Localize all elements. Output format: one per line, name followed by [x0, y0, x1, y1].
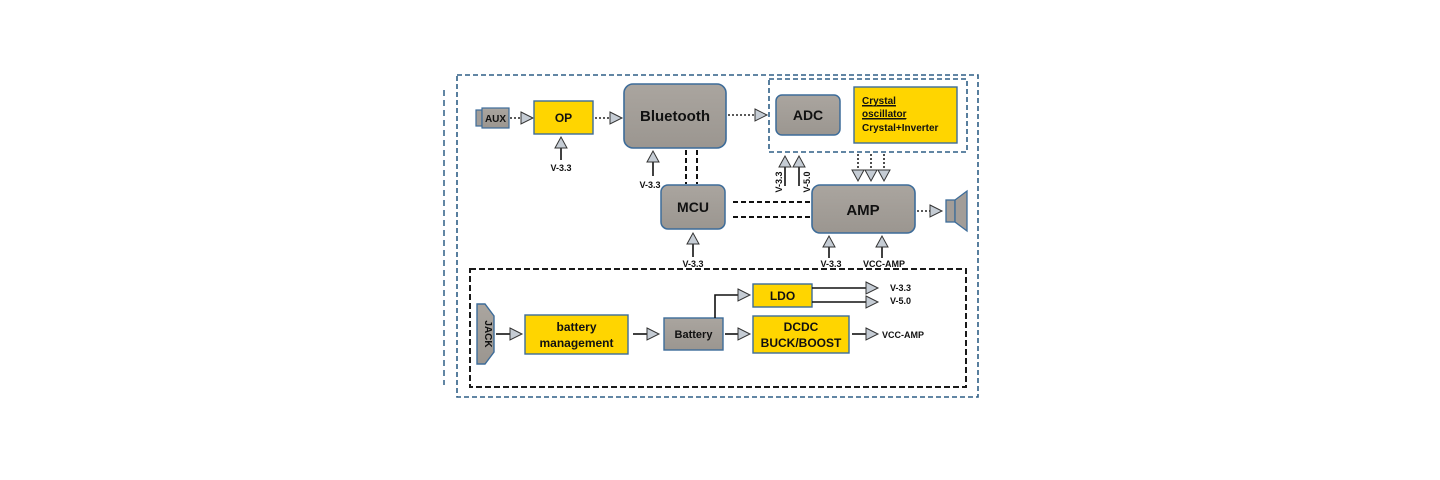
ldo-out-label-2: V-5.0: [890, 296, 911, 306]
arrowhead-up-icon: [792, 154, 806, 168]
power-section-frame: [469, 268, 967, 388]
op-supply-label: V-3.3: [550, 163, 571, 173]
battery-management-block: battery management: [524, 314, 629, 355]
arrowhead-up-icon: [554, 135, 568, 149]
dcdc-label-line2: BUCK/BOOST: [761, 336, 842, 350]
outer-system-frame: [456, 74, 979, 398]
mcu-block: MCU: [660, 184, 726, 230]
battery-block: Battery: [663, 317, 724, 351]
battery-to-ldo-line: [714, 294, 738, 318]
arrowhead-down-icon: [877, 169, 891, 183]
crystal-label-line1: Crystal: [862, 96, 896, 107]
mcu-label: MCU: [677, 199, 709, 215]
arrowhead-icon: [865, 281, 880, 295]
adc-crystal-group-frame: [768, 78, 968, 153]
battery-label: Battery: [675, 329, 714, 341]
dcdc-block: DCDC BUCK/BOOST: [752, 315, 850, 354]
amp-supply-label-2: VCC-AMP: [863, 259, 905, 269]
op-label: OP: [555, 111, 572, 125]
jack-label: JACK: [482, 320, 493, 348]
arrowhead-up-icon: [646, 149, 660, 163]
arrowhead-up-icon: [778, 154, 792, 168]
arrowhead-icon: [865, 327, 880, 341]
arrowhead-icon: [865, 295, 880, 309]
arrowhead-icon: [754, 108, 769, 122]
amp-supply-label-1: V-3.3: [820, 259, 841, 269]
arrowhead-icon: [509, 327, 524, 341]
battery-mgmt-label-line2: management: [539, 336, 613, 350]
crystal-label-line3: Crystal+Inverter: [862, 123, 939, 134]
arrowhead-icon: [929, 204, 944, 218]
arrowhead-up-icon: [875, 234, 889, 248]
dcdc-out-label: VCC-AMP: [882, 330, 924, 340]
aux-connector: AUX: [475, 107, 510, 129]
adc-block: ADC: [775, 94, 841, 136]
arrowhead-icon: [520, 111, 535, 125]
amp-label: AMP: [846, 202, 879, 219]
arrowhead-up-icon: [686, 231, 700, 245]
bt-supply-label: V-3.3: [639, 180, 660, 190]
arrowhead-icon: [646, 327, 661, 341]
speaker-icon: [945, 189, 968, 233]
adc-supply-label-1: V-3.3: [774, 171, 784, 192]
adc-label: ADC: [793, 107, 823, 123]
jack-connector: JACK: [476, 303, 495, 365]
arrowhead-down-icon: [864, 169, 878, 183]
bluetooth-block: Bluetooth: [623, 83, 727, 149]
adc-supply-label-2: V-5.0: [802, 171, 812, 192]
ldo-label: LDO: [770, 289, 795, 303]
arrowhead-up-icon: [822, 234, 836, 248]
mcu-supply-label: V-3.3: [682, 259, 703, 269]
crystal-label-line2: oscillator: [862, 109, 907, 120]
ldo-out-label-1: V-3.3: [890, 283, 911, 293]
arrowhead-icon: [737, 327, 752, 341]
arrowhead-down-icon: [851, 169, 865, 183]
arrowhead-icon: [737, 288, 752, 302]
amp-block: AMP: [811, 184, 916, 234]
battery-mgmt-label-line1: battery: [556, 320, 596, 334]
dcdc-label-line1: DCDC: [784, 320, 819, 334]
aux-label: AUX: [485, 114, 506, 125]
op-block: OP: [533, 100, 594, 135]
crystal-oscillator-block: Crystal oscillator Crystal+Inverter: [853, 86, 958, 144]
bluetooth-label: Bluetooth: [640, 108, 710, 125]
ldo-block: LDO: [752, 283, 813, 308]
arrowhead-icon: [609, 111, 624, 125]
